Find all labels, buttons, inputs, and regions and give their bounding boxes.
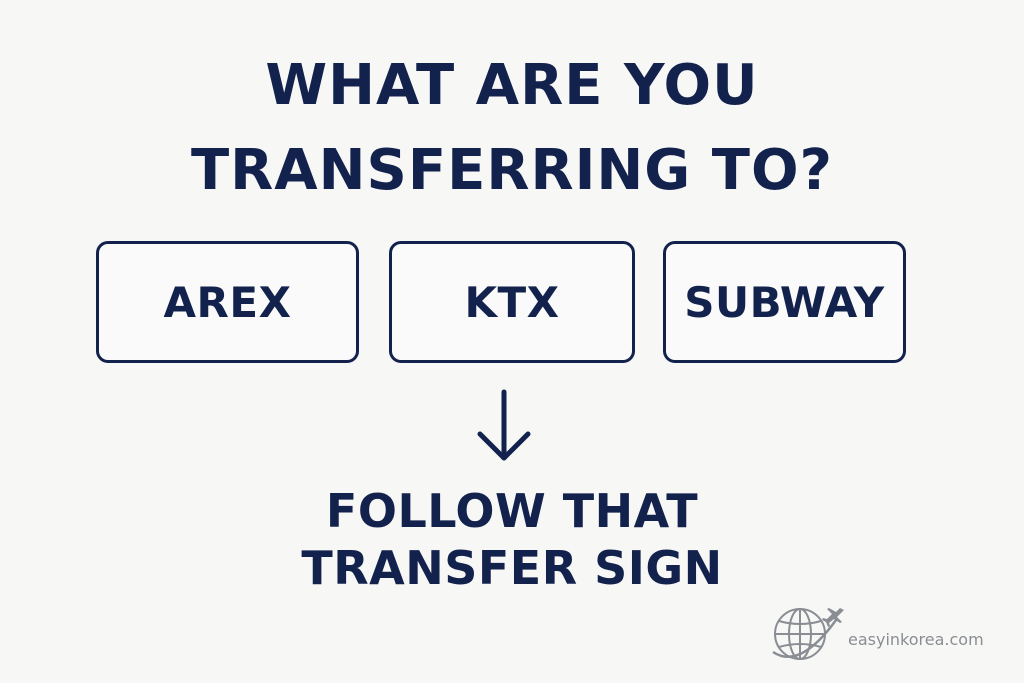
- option-ktx-box: KTX: [389, 241, 635, 363]
- arrow-down-icon: [477, 389, 531, 461]
- globe-airplane-icon: [772, 608, 844, 660]
- option-arex-label: AREX: [163, 277, 292, 327]
- option-ktx-label: KTX: [464, 277, 560, 327]
- watermark-text: easyinkorea.com: [848, 630, 984, 649]
- option-arex-box: AREX: [96, 241, 359, 363]
- heading-line-1: WHAT ARE YOU: [265, 53, 759, 118]
- instruction-line-2: TRANSFER SIGN: [301, 541, 723, 595]
- option-subway-label: SUBWAY: [684, 277, 885, 327]
- heading-line-2: TRANSFERRING TO?: [190, 138, 834, 203]
- option-subway-box: SUBWAY: [663, 241, 906, 363]
- watermark: easyinkorea.com: [770, 600, 1010, 670]
- instruction-line-1: FOLLOW THAT: [325, 484, 699, 538]
